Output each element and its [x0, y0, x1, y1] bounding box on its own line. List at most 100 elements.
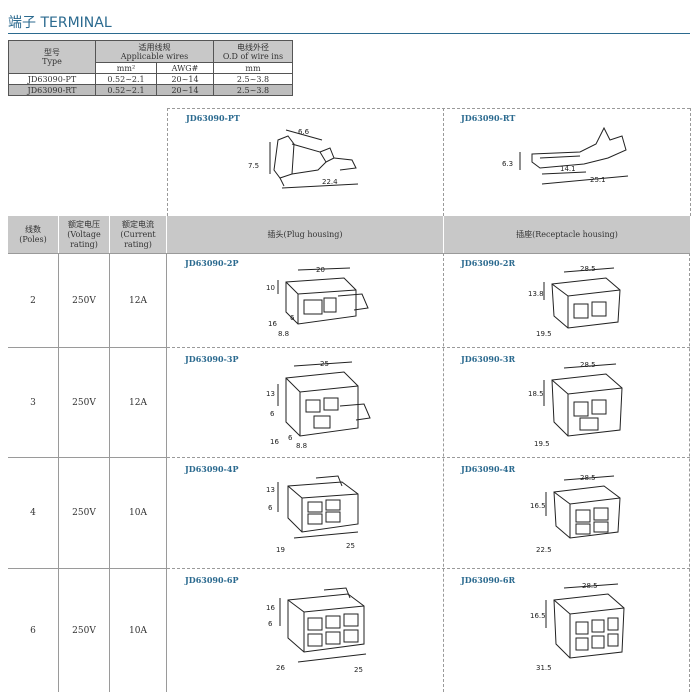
model-label-2p: JD63090-2P	[185, 258, 239, 268]
dim-label: 6	[268, 620, 273, 628]
cell-awg: 20~14	[156, 73, 214, 85]
cell-mm2: 0.52~2.1	[95, 73, 157, 85]
dim-label: 28.5	[580, 474, 596, 482]
dim-label: 25.1	[590, 176, 606, 184]
cell-awg: 20~14	[156, 84, 214, 96]
cell-voltage: 250V	[72, 508, 96, 518]
header-poles: 线数 (Poles)	[8, 216, 58, 253]
divider	[166, 253, 167, 692]
cell-poles: 4	[30, 508, 36, 518]
terminal-rt-drawing: 6.3 14.1 25.1	[502, 126, 629, 185]
plug-4p-drawing: 13 6 19 25	[266, 475, 359, 554]
divider	[167, 108, 168, 216]
divider	[8, 568, 167, 569]
cell-current: 12A	[129, 295, 147, 306]
model-label-rt: JD63090-RT	[461, 113, 516, 123]
dim-label: 13	[266, 390, 275, 398]
dim-label: 6	[290, 314, 295, 322]
divider	[690, 108, 691, 216]
divider	[58, 253, 59, 692]
dim-label: 16	[266, 604, 275, 612]
terminal-spec-table: 型号 Type 适用线规 Applicable wires 电线外径 O.D o…	[8, 40, 293, 96]
dim-label: 31.5	[536, 664, 552, 672]
divider	[8, 457, 167, 458]
header-plug: 插头(Plug housing)	[167, 216, 443, 253]
dim-label: 8.8	[278, 330, 289, 338]
cell-od: 2.5~3.8	[213, 84, 293, 96]
dim-label: 16	[270, 438, 279, 446]
plug-2p-drawing: 20 10 16 8.8 6	[266, 266, 369, 338]
header-voltage: 额定电压 (Voltage rating)	[59, 216, 109, 253]
dim-label: 18.5	[528, 390, 544, 398]
terminal-pt-drawing: 6.6 7.5 22.4	[248, 128, 359, 189]
sub-header-mm2: mm²	[95, 62, 157, 74]
plug-6p-drawing: 16 6 26 25	[266, 587, 367, 674]
cell-voltage: 250V	[72, 397, 96, 408]
model-label-pt: JD63090-PT	[186, 113, 240, 123]
dim-label: 13.8	[528, 290, 544, 298]
divider	[689, 253, 690, 692]
col-type-header: 型号 Type	[8, 40, 96, 74]
dim-label: 7.5	[248, 162, 259, 170]
sub-header-mm: mm	[213, 62, 293, 74]
dim-label: 10	[266, 284, 275, 292]
cell-poles: 2	[30, 295, 36, 306]
dim-label: 19.5	[534, 440, 550, 448]
divider	[8, 253, 690, 254]
dim-label: 22.5	[536, 546, 552, 554]
cell-type: JD63090-PT	[8, 73, 96, 85]
model-label-4p: JD63090-4P	[185, 464, 239, 474]
dim-label: 16.5	[530, 612, 546, 620]
table-row: JD63090-RT 0.52~2.1 20~14 2.5~3.8	[8, 84, 293, 96]
dim-label: 19	[276, 546, 285, 554]
housing-table: 线数 (Poles) 额定电压 (Voltage rating) 额定电流 (C…	[8, 216, 690, 692]
dim-label: 25	[320, 360, 329, 368]
model-label-6r: JD63090-6R	[461, 575, 516, 585]
cell-current: 10A	[129, 625, 147, 636]
dim-label: 16.5	[530, 502, 546, 510]
receptacle-2r-drawing: 28.5 13.8 19.5	[528, 265, 621, 338]
model-label-6p: JD63090-6P	[185, 575, 239, 585]
divider	[109, 253, 110, 692]
receptacle-4r-drawing: 28.5 16.5 22.5	[530, 474, 621, 554]
dim-label: 20	[316, 266, 325, 274]
page-title: 端子 TERMINAL	[8, 15, 112, 31]
cell-poles: 3	[30, 397, 36, 408]
cell-voltage: 250V	[72, 295, 96, 306]
table-row: JD63090-PT 0.52~2.1 20~14 2.5~3.8	[8, 73, 293, 85]
plug-3p-drawing: 25 13 6 16 6 8.8	[266, 360, 371, 450]
model-label-2r: JD63090-2R	[461, 258, 516, 268]
divider	[443, 253, 444, 692]
divider	[167, 457, 690, 458]
dim-label: 25	[346, 542, 355, 550]
dim-label: 13	[266, 486, 275, 494]
receptacle-3r-drawing: 28.5 18.5 19.5	[528, 361, 623, 448]
dim-label: 6.6	[298, 128, 310, 136]
dim-label: 28.5	[580, 361, 596, 369]
header-current: 额定电流 (Current rating)	[110, 216, 166, 253]
col-wires-header: 适用线规 Applicable wires	[95, 40, 214, 63]
receptacle-6r-drawing: 28.5 16.5 31.5	[530, 582, 625, 672]
divider	[443, 108, 444, 216]
dim-label: 28.5	[580, 265, 596, 273]
dim-label: 14.1	[560, 165, 576, 173]
dim-label: 19.5	[536, 330, 552, 338]
cell-current: 12A	[129, 397, 147, 408]
col-od-header: 电线外径 O.D of wire ins	[213, 40, 293, 63]
divider	[167, 347, 690, 348]
dim-label: 6	[268, 504, 273, 512]
dim-label: 6	[270, 410, 275, 418]
cell-od: 2.5~3.8	[213, 73, 293, 85]
divider	[167, 108, 690, 109]
dim-label: 28.5	[582, 582, 598, 590]
cell-type: JD63090-RT	[8, 84, 96, 96]
title-divider	[8, 33, 690, 34]
dim-label: 25	[354, 666, 363, 674]
model-label-4r: JD63090-4R	[461, 464, 516, 474]
cell-voltage: 250V	[72, 625, 96, 636]
dim-label: 6	[288, 434, 293, 442]
dim-label: 6.3	[502, 160, 513, 168]
dim-label: 8.8	[296, 442, 307, 450]
dim-label: 26	[276, 664, 285, 672]
cell-poles: 6	[30, 625, 36, 636]
